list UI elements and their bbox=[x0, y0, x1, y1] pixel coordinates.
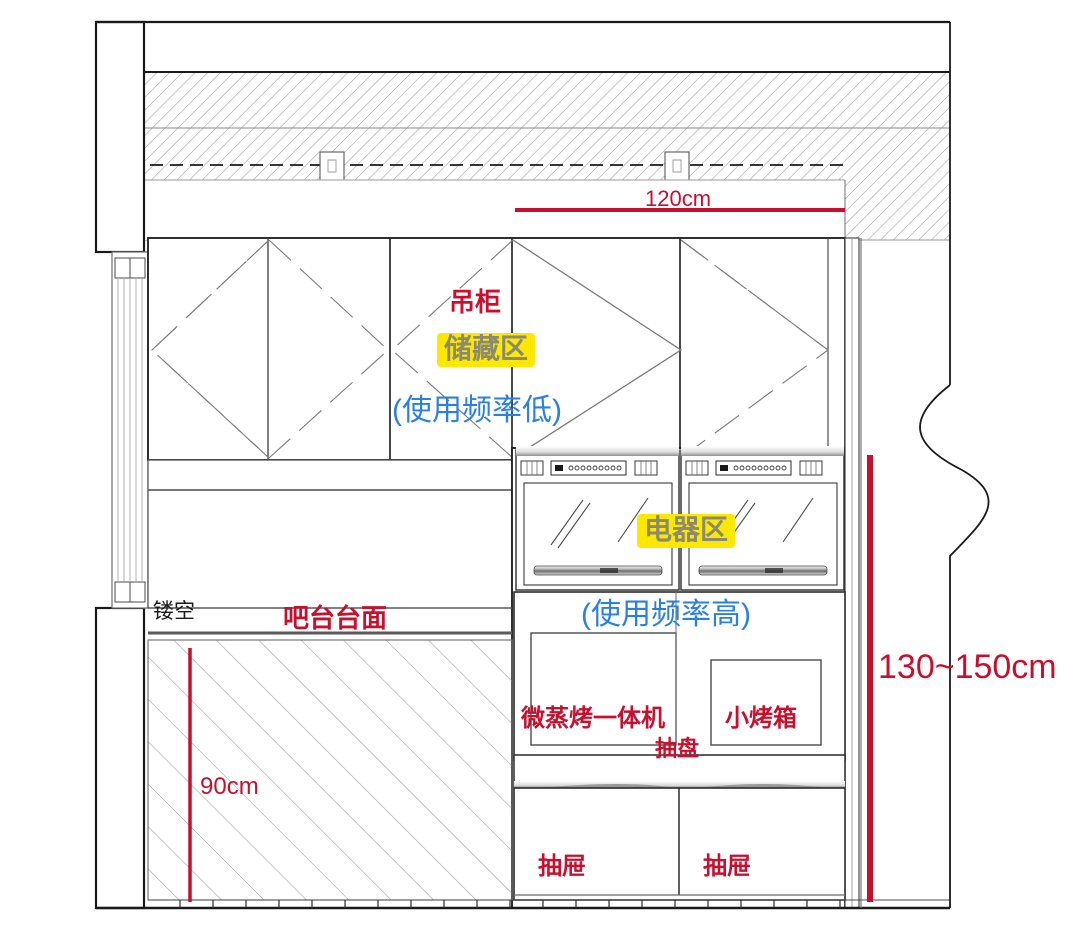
label-small-oven: 小烤箱 bbox=[725, 705, 797, 732]
dimension-label-130-150cm: 130~150cm bbox=[878, 648, 1057, 686]
label-hollow-section: 镂空 bbox=[153, 600, 195, 623]
label-upper-cabinet: 吊柜 bbox=[449, 287, 502, 317]
left-wall bbox=[94, 20, 950, 910]
label-appliance-zone: 电器区 bbox=[637, 514, 736, 548]
pull-tray-unit bbox=[513, 754, 846, 792]
lower-appliance-bay bbox=[513, 591, 846, 761]
label-pull-tray: 抽盘 bbox=[655, 736, 700, 761]
right-wall-break-line bbox=[860, 22, 990, 908]
dimension-label-120cm: 120cm bbox=[645, 186, 712, 211]
floor-baseboard bbox=[96, 899, 950, 910]
label-drawer-left: 抽屉 bbox=[538, 853, 586, 880]
middle-open-shelf bbox=[147, 459, 513, 609]
label-appliance-frequency: (使用频率高) bbox=[581, 598, 751, 631]
left-column-partition bbox=[111, 251, 149, 609]
bottom-drawer-row bbox=[513, 787, 846, 901]
bar-counter-top bbox=[148, 607, 512, 635]
label-storage-frequency: (使用频率低) bbox=[392, 394, 562, 427]
dimension-lines bbox=[188, 208, 873, 902]
label-bar-counter: 吧台台面 bbox=[283, 603, 388, 633]
base-cabinet-hatched-body bbox=[147, 639, 513, 901]
dimension-label-90cm: 90cm bbox=[200, 773, 259, 800]
label-drawer-right: 抽屉 bbox=[703, 853, 751, 880]
label-steam-oven: 微蒸烤一体机 bbox=[521, 705, 665, 732]
label-storage-zone: 储藏区 bbox=[437, 333, 536, 367]
oven-upper-left bbox=[515, 446, 680, 591]
ceiling-slab bbox=[141, 71, 950, 241]
